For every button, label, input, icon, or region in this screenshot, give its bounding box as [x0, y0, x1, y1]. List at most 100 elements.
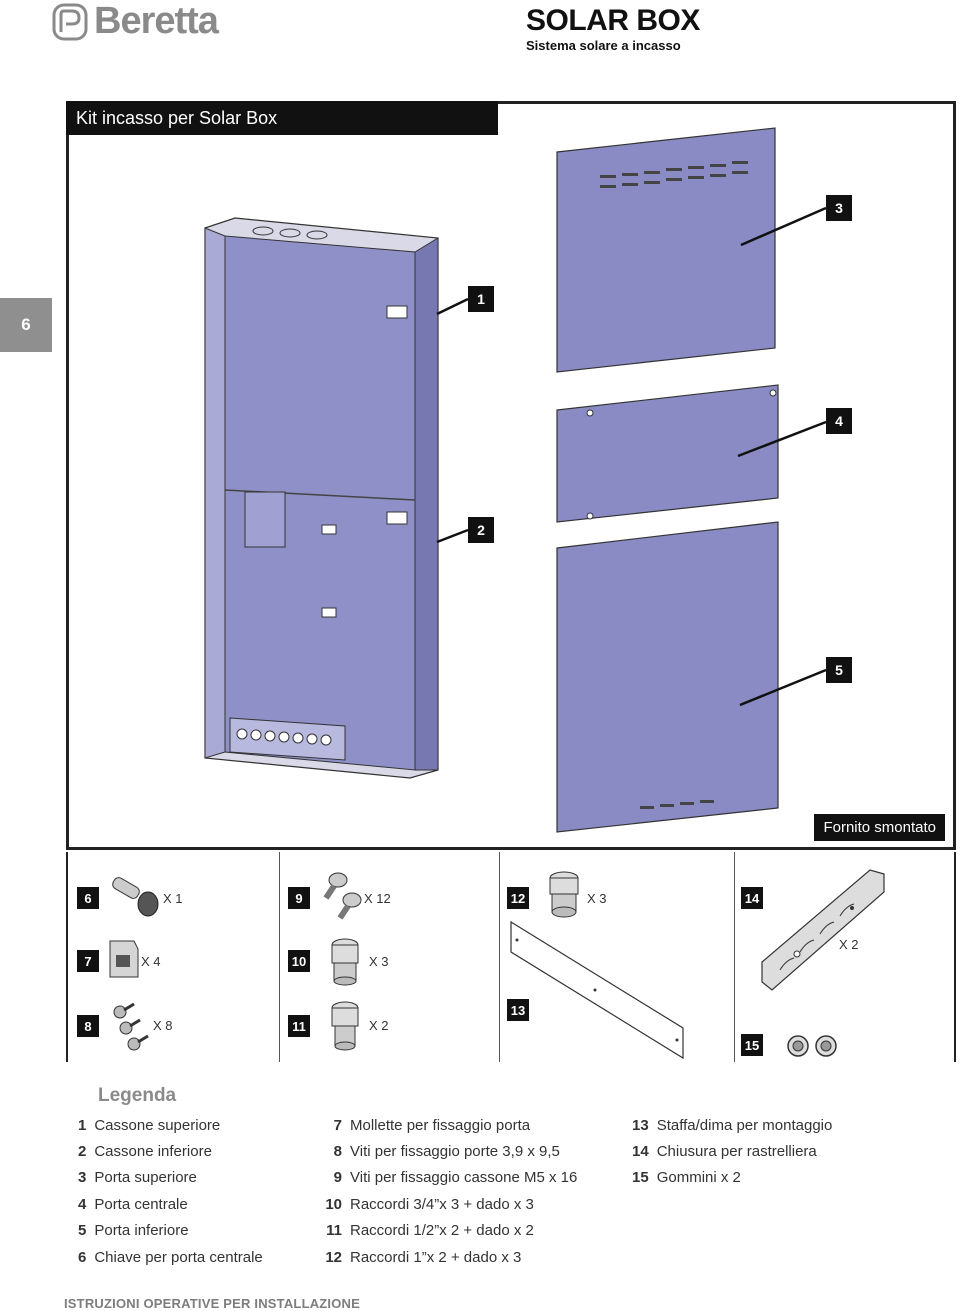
- legend-text: Raccordi 1/2”x 2 + dado x 2: [350, 1222, 534, 1240]
- legend-item: 7 Mollette per fissaggio porta: [316, 1112, 577, 1138]
- legend-number: 7: [333, 1116, 342, 1134]
- figure-heading: Kit incasso per Solar Box: [66, 101, 498, 135]
- solar-box-illustration: [204, 127, 827, 833]
- legend-number: 15: [632, 1169, 649, 1187]
- legend-number: 8: [333, 1143, 342, 1161]
- part-badge-8: 8: [77, 1015, 99, 1037]
- legend-item: 11 Raccordi 1/2”x 2 + dado x 2: [316, 1218, 577, 1244]
- part-badge-15: 15: [741, 1034, 763, 1056]
- legend-item: 1 Cassone superiore: [78, 1112, 263, 1138]
- fitting-34-icon: [331, 938, 359, 986]
- legend-number: 13: [632, 1116, 649, 1134]
- legend-item: 14 Chiusura per rastrelliera: [632, 1138, 832, 1164]
- legend-text: Cassone superiore: [94, 1116, 221, 1134]
- legend-number: 9: [333, 1169, 342, 1187]
- part-qty-12: X 3: [587, 891, 607, 906]
- legend-number: 1: [78, 1116, 87, 1134]
- box-screws-icon: [323, 872, 362, 920]
- part-qty-6: X 1: [163, 891, 183, 906]
- brand-name: Beretta: [94, 0, 219, 42]
- legend-item: 9 Viti per fissaggio cassone M5 x 16: [316, 1165, 578, 1191]
- parts-divider: [499, 852, 500, 1062]
- part-badge-7: 7: [77, 950, 99, 972]
- door-clip-icon: [109, 940, 139, 978]
- legend-text: Chiusura per rastrelliera: [656, 1143, 817, 1161]
- legend-item: 10 Raccordi 3/4”x 3 + dado x 3: [316, 1191, 577, 1217]
- legend-column-3: 13 Staffa/dima per montaggio 14 Chiusura p…: [632, 1112, 832, 1191]
- callout-4: 4: [826, 408, 852, 434]
- legend-text: Porta centrale: [94, 1195, 188, 1213]
- part-badge-12: 12: [507, 887, 529, 909]
- part-badge-14: 14: [741, 887, 763, 909]
- legend-item: 13 Staffa/dima per montaggio: [632, 1112, 832, 1138]
- porta-centrale: [556, 384, 779, 523]
- callout-3: 3: [826, 195, 852, 221]
- part-badge-11: 11: [288, 1015, 310, 1037]
- legend-item: 6 Chiave per porta centrale: [78, 1244, 263, 1270]
- legend-text: Viti per fissaggio cassone M5 x 16: [350, 1169, 578, 1187]
- legend-number: 10: [325, 1195, 342, 1213]
- part-qty-10: X 3: [369, 954, 389, 969]
- beretta-logo-icon: [52, 3, 88, 40]
- legend-number: 5: [78, 1222, 87, 1240]
- callout-2: 2: [468, 517, 494, 543]
- legend-number: 2: [78, 1143, 87, 1161]
- brand-logo: Beretta: [52, 0, 219, 43]
- fitting-1-icon: [549, 871, 579, 918]
- mounting-template-icon: [510, 920, 684, 1060]
- legend-text: Raccordi 3/4”x 3 + dado x 3: [350, 1195, 534, 1213]
- legend-number: 11: [326, 1222, 342, 1240]
- legend-number: 3: [78, 1169, 87, 1187]
- footer-text: ISTRUZIONI OPERATIVE PER INSTALLAZIONE: [64, 1296, 361, 1311]
- legend-text: Cassone inferiore: [94, 1143, 212, 1161]
- legend-item: 8 Viti per fissaggio porte 3,9 x 9,5: [316, 1138, 577, 1164]
- part-badge-13: 13: [507, 999, 529, 1021]
- legend-text: Porta inferiore: [94, 1222, 189, 1240]
- part-qty-14: X 2: [839, 937, 859, 952]
- legend-text: Raccordi 1”x 2 + dado x 3: [350, 1248, 522, 1266]
- part-badge-6: 6: [77, 887, 99, 909]
- parts-divider: [734, 852, 735, 1062]
- legend-item: 5 Porta inferiore: [78, 1218, 263, 1244]
- legend-number: 14: [632, 1143, 649, 1161]
- part-qty-8: X 8: [153, 1018, 173, 1033]
- part-badge-10: 10: [288, 950, 310, 972]
- callout-1: 1: [468, 286, 494, 312]
- legend-number: 6: [78, 1248, 87, 1266]
- page-title: SOLAR BOX: [526, 4, 700, 37]
- legend-item: 3 Porta superiore: [78, 1165, 263, 1191]
- page-subtitle: Sistema solare a incasso: [526, 38, 681, 53]
- legend-item: 2 Cassone inferiore: [78, 1138, 263, 1164]
- legend-text: Porta superiore: [94, 1169, 197, 1187]
- legend-item: 4 Porta centrale: [78, 1191, 263, 1217]
- parts-divider: [279, 852, 280, 1062]
- supplied-note: Fornito smontato: [814, 814, 945, 841]
- key-icon: [112, 877, 159, 917]
- page-number-tab: 6: [0, 298, 52, 352]
- parts-panel: [66, 852, 956, 1062]
- part-qty-7: X 4: [141, 954, 161, 969]
- part-qty-11: X 2: [369, 1018, 389, 1033]
- rack-closure-icon: [761, 869, 885, 991]
- porta-superiore: [556, 127, 776, 373]
- legend-text: Staffa/dima per montaggio: [656, 1116, 833, 1134]
- part-badge-9: 9: [288, 887, 310, 909]
- legend-text: Mollette per fissaggio porta: [350, 1116, 531, 1134]
- grommets-icon: [787, 1035, 837, 1057]
- callout-5: 5: [826, 657, 852, 683]
- legend-text: Viti per fissaggio porte 3,9 x 9,5: [350, 1143, 560, 1161]
- part-qty-9: X 12: [364, 891, 391, 906]
- porta-inferiore: [556, 521, 779, 833]
- screws-icon: [113, 1002, 149, 1051]
- legend-number: 4: [78, 1195, 87, 1213]
- header-title-block: SOLAR BOX Sistema solare a incasso: [526, 4, 700, 53]
- fitting-12-icon: [331, 1001, 359, 1051]
- legend-text: Chiave per porta centrale: [94, 1248, 263, 1266]
- figure-frame: Fornito smontato: [66, 101, 956, 850]
- legend-title: Legenda: [98, 1085, 177, 1106]
- cassone-box: [204, 217, 439, 779]
